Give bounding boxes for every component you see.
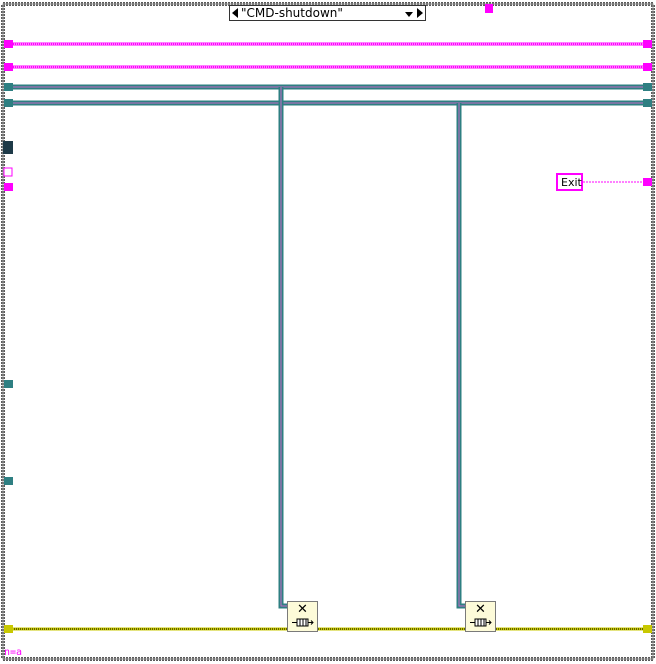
top-tunnel — [485, 4, 493, 13]
tunnel-right-error — [643, 625, 652, 633]
tunnel-left-error — [4, 625, 13, 633]
case-selector-value: "CMD-shutdown" — [241, 6, 343, 20]
tunnel-left-case-selector — [3, 167, 13, 177]
case-selector[interactable]: "CMD-shutdown" — [229, 5, 426, 21]
exit-string-constant[interactable]: Exit — [556, 173, 583, 191]
release-queue-node-1[interactable]: ✕ — [287, 601, 318, 632]
exit-constant-label: Exit — [561, 176, 582, 189]
tunnel-left-cluster — [3, 141, 13, 154]
wire-ref-vertical-2 — [456, 103, 467, 609]
release-queue-icon: ✕ — [475, 602, 486, 617]
bottom-left-label: n=a — [4, 647, 23, 658]
tunnel-right-ref-1 — [643, 83, 652, 91]
tunnel-left-string-2 — [4, 63, 13, 71]
tunnel-left-ref-1 — [4, 83, 13, 91]
tunnel-left-string-3 — [4, 183, 13, 191]
tunnel-right-string-1 — [643, 40, 652, 48]
next-case-icon[interactable] — [417, 8, 423, 18]
release-queue-icon: ✕ — [297, 602, 308, 617]
tunnel-left-ref-3 — [4, 380, 13, 388]
tunnel-left-string-1 — [4, 40, 13, 48]
dropdown-icon[interactable] — [405, 12, 413, 17]
tunnel-right-ref-2 — [643, 99, 652, 107]
wire-ref-vertical-1 — [278, 87, 289, 609]
queue-icon — [470, 618, 492, 627]
tunnel-left-ref-4 — [4, 477, 13, 485]
tunnel-left-ref-2 — [4, 99, 13, 107]
tunnel-right-exit — [643, 178, 652, 186]
queue-icon — [292, 618, 314, 627]
previous-case-icon[interactable] — [232, 8, 238, 18]
tunnel-right-string-2 — [643, 63, 652, 71]
release-queue-node-2[interactable]: ✕ — [465, 601, 496, 632]
